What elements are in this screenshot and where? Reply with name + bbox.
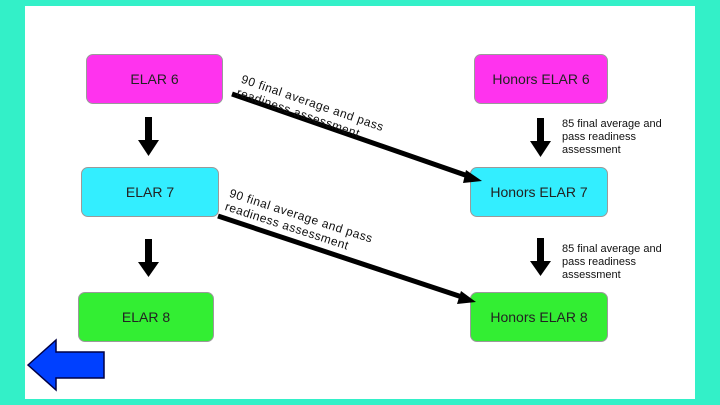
down-arrow-elar7-to-elar8 xyxy=(138,239,159,277)
elar-6-label: ELAR 6 xyxy=(130,71,179,87)
diagonal-arrow-elar7-to-honors8 xyxy=(217,213,476,304)
side-note-upper-line2: pass readiness xyxy=(562,131,636,143)
elar-7-box: ELAR 7 xyxy=(81,167,219,217)
back-arrow-icon[interactable] xyxy=(26,338,105,392)
side-note-lower-line3: assessment xyxy=(562,269,621,281)
elar-7-label: ELAR 7 xyxy=(125,184,175,200)
side-note-upper-line1: 85 final average and xyxy=(562,118,662,130)
down-arrow-elar6-to-elar7 xyxy=(138,117,159,156)
elar-8-box: ELAR 8 xyxy=(78,292,214,342)
honors-elar-8-box: Honors ELAR 8 xyxy=(470,292,608,342)
honors-elar-6-label: Honors ELAR 6 xyxy=(492,71,590,87)
side-note-upper: 85 final average and pass readiness asse… xyxy=(562,118,662,157)
side-note-upper-line3: assessment xyxy=(562,144,621,156)
honors-elar-8-label: Honors ELAR 8 xyxy=(490,309,588,325)
honors-elar-6-box: Honors ELAR 6 xyxy=(474,54,608,104)
side-note-lower: 85 final average and pass readiness asse… xyxy=(562,243,662,282)
side-note-lower-line1: 85 final average and xyxy=(562,243,662,255)
elar-6-box: ELAR 6 xyxy=(86,54,223,104)
side-note-lower-line2: pass readiness xyxy=(562,256,636,268)
honors-elar-7-box: Honors ELAR 7 xyxy=(470,167,608,217)
honors-elar-7-label: Honors ELAR 7 xyxy=(490,184,588,200)
down-arrow-honors6-to-honors7 xyxy=(530,118,551,157)
down-arrow-honors7-to-honors8 xyxy=(530,238,551,276)
elar-8-label: ELAR 8 xyxy=(121,309,171,325)
diagonal-arrow-elar6-to-honors7 xyxy=(231,91,482,183)
